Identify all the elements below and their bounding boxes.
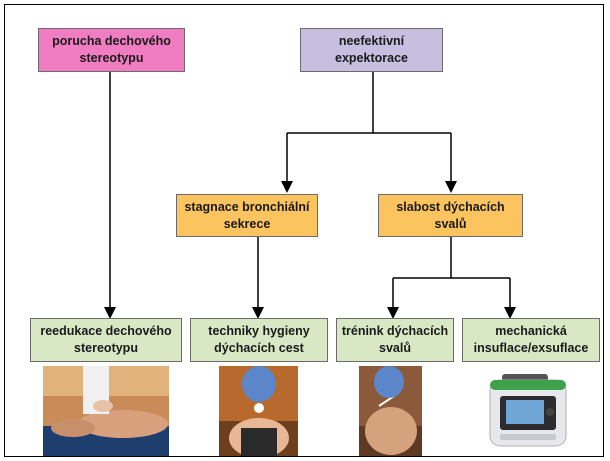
node-insufflation: mechanická insuflace/exsuflace bbox=[462, 318, 600, 362]
node-reeducation: reedukace dechového stereotypu bbox=[30, 318, 182, 362]
node-ineffective-expectoration: neefektivní expektorace bbox=[300, 28, 443, 72]
patient-training-photo bbox=[359, 366, 422, 456]
node-airway-hygiene: techniky hygieny dýchacích cest bbox=[190, 318, 328, 362]
therapist-massage-photo bbox=[43, 366, 169, 456]
node-muscle-training: trénink dýchacích svalů bbox=[336, 318, 454, 362]
node-breathing-disorder: porucha dechového stereotypu bbox=[38, 28, 185, 72]
node-muscle-weakness: slabost dýchacích svalů bbox=[378, 194, 523, 237]
cough-assist-device-photo bbox=[482, 366, 574, 456]
patient-breathing-device-photo bbox=[219, 366, 298, 456]
node-bronchial-stagnation: stagnace bronchiální sekrece bbox=[176, 194, 318, 237]
